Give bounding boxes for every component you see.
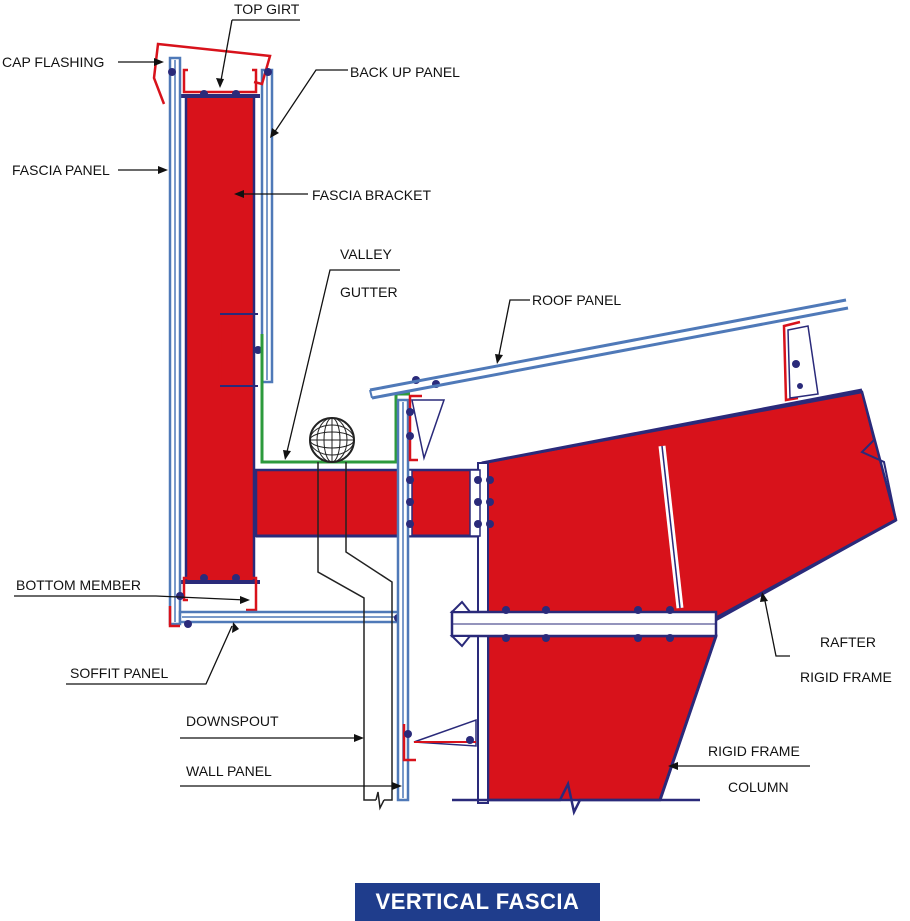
rigid-frame-rafter bbox=[480, 388, 898, 622]
label-top-girt: TOP GIRT bbox=[234, 1, 300, 17]
label-fascia-panel: FASCIA PANEL bbox=[12, 162, 110, 178]
knee-plate bbox=[449, 600, 718, 648]
label-cap-flashing: CAP FLASHING bbox=[2, 54, 104, 70]
label-valley: VALLEY bbox=[340, 246, 393, 262]
label-rigid-frame-rafter: RIGID FRAME bbox=[800, 669, 892, 685]
gutter-strainer bbox=[309, 417, 355, 463]
eave-strut bbox=[406, 376, 446, 462]
soffit-panel bbox=[168, 606, 404, 628]
leader-arrowheads bbox=[154, 58, 768, 790]
diagram-title: VERTICAL FASCIA bbox=[355, 883, 600, 921]
label-soffit-panel: SOFFIT PANEL bbox=[70, 665, 168, 681]
label-bottom-member: BOTTOM MEMBER bbox=[16, 577, 141, 593]
top-girt bbox=[168, 68, 272, 98]
label-roof-panel: ROOF PANEL bbox=[532, 292, 621, 308]
label-rigid-frame-column: RIGID FRAME bbox=[708, 743, 800, 759]
label-column: COLUMN bbox=[728, 779, 789, 795]
label-downspout: DOWNSPOUT bbox=[186, 713, 279, 729]
fascia-panel bbox=[168, 56, 182, 626]
connection-bolts bbox=[406, 476, 674, 642]
roof-panel bbox=[369, 298, 849, 400]
roof-purlin bbox=[782, 320, 819, 402]
downspout bbox=[317, 462, 393, 811]
cap-flashing bbox=[152, 42, 272, 105]
bottom-member bbox=[176, 574, 258, 612]
label-wall-panel: WALL PANEL bbox=[186, 763, 272, 779]
mid-girt bbox=[218, 313, 262, 387]
label-rafter: RAFTER bbox=[820, 634, 876, 650]
label-gutter: GUTTER bbox=[340, 284, 398, 300]
label-back-up-panel: BACK UP PANEL bbox=[350, 64, 460, 80]
gutter-support-beam bbox=[254, 468, 481, 538]
leader-lines bbox=[14, 19, 810, 787]
wall-girt bbox=[402, 718, 477, 762]
label-fascia-bracket: FASCIA BRACKET bbox=[312, 187, 431, 203]
